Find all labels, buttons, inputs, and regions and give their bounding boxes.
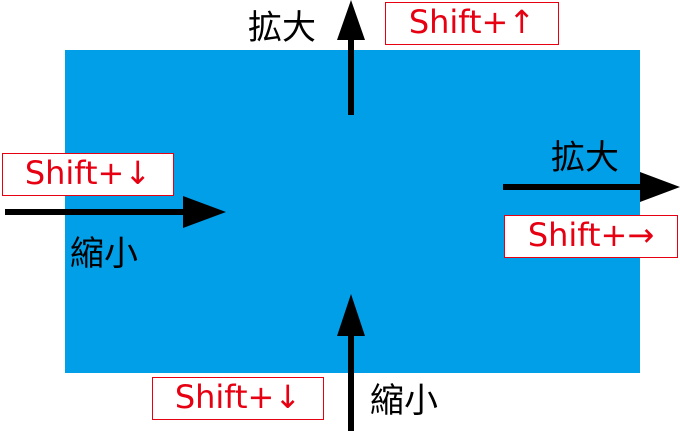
left-shortcut: Shift+↓ [2, 153, 174, 196]
arrow-right-left [5, 196, 226, 228]
bottom-label: 縮小 [370, 381, 438, 421]
top-label: 拡大 [248, 8, 316, 48]
arrow-up-bottom [337, 294, 365, 431]
top-shortcut: Shift+↑ [385, 2, 559, 45]
right-label: 拡大 [551, 138, 619, 178]
bottom-shortcut: Shift+↓ [152, 377, 324, 420]
left-label: 縮小 [70, 234, 138, 274]
arrow-up-top [337, 0, 365, 115]
right-shortcut: Shift+→ [504, 215, 678, 258]
arrow-right [503, 172, 680, 202]
